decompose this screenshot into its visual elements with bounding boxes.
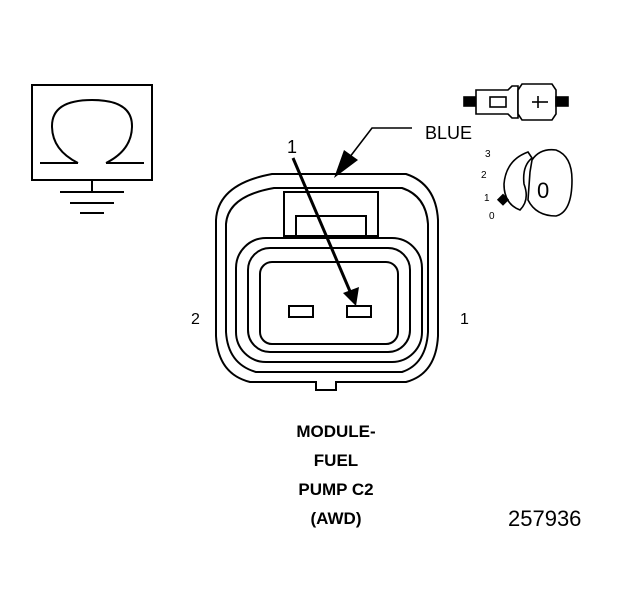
ignition-key-icon	[496, 148, 573, 217]
key-position-2: 2	[481, 170, 487, 181]
wire-color-leader	[334, 127, 412, 178]
pin-label-right: 1	[460, 311, 469, 328]
pin-label-left: 2	[191, 311, 200, 328]
key-position-3: 3	[485, 149, 491, 160]
ground-symbol-icon	[31, 84, 153, 214]
key-face-label: 0	[537, 178, 549, 203]
connector-pair-icon	[463, 83, 569, 121]
wire-color-label: BLUE	[425, 123, 472, 143]
figure-number: 257936	[508, 506, 582, 531]
key-position-1: 1	[484, 193, 490, 204]
pin-pointer-arrow	[291, 157, 359, 306]
caption-line: PUMP C2	[298, 480, 374, 499]
key-position-0: 0	[489, 211, 495, 222]
caption-line: MODULE-	[296, 422, 376, 441]
connector-housing	[215, 173, 439, 391]
pointer-pin-label: 1	[287, 137, 297, 157]
caption-line: (AWD)	[310, 509, 362, 528]
caption-line: FUEL	[313, 451, 359, 470]
